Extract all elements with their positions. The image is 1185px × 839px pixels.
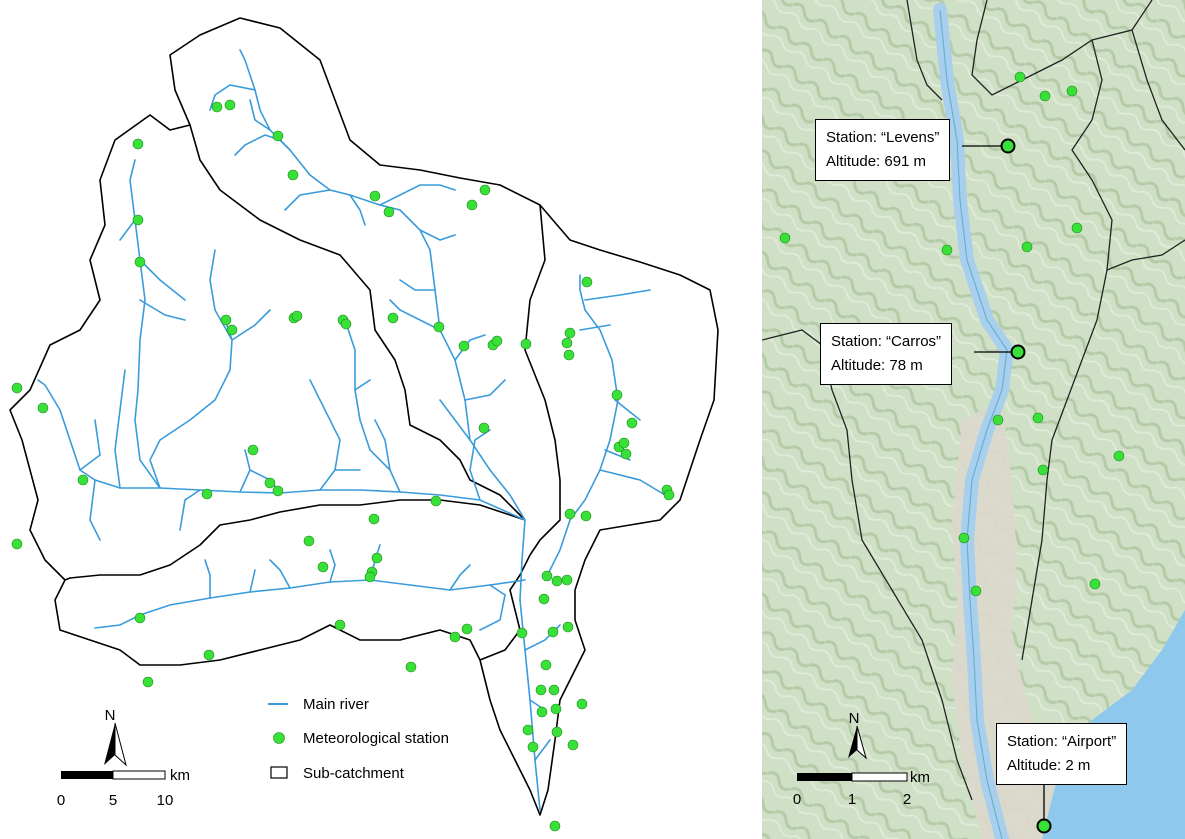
station-airport-marker	[1036, 818, 1052, 834]
svg-text:2: 2	[903, 791, 911, 808]
right-scale-bar: km 0 1 2	[793, 769, 930, 808]
callout-airport: Station: “Airport” Altitude: 2 m	[996, 723, 1128, 785]
north-arrow-icon	[848, 726, 857, 758]
callout-airport-altitude: Altitude: 2 m	[1007, 757, 1091, 774]
station-marker-icon	[273, 732, 285, 744]
legend-station-label: Meteorological station	[303, 730, 449, 747]
right-stations	[779, 71, 1125, 597]
outer-catchment-boundary	[9, 17, 719, 816]
svg-text:N: N	[849, 710, 860, 727]
legend-catchment-label: Sub-catchment	[303, 765, 405, 782]
scale-tick-1: 5	[109, 792, 117, 809]
left-north-arrow: N	[104, 707, 127, 767]
svg-text:km: km	[910, 769, 930, 786]
callout-levens-altitude: Altitude: 691 m	[826, 153, 927, 170]
callout-carros: Station: “Carros” Altitude: 78 m	[820, 323, 953, 385]
legend-river-label: Main river	[303, 696, 369, 713]
north-arrow-icon	[104, 723, 115, 765]
main-rivers	[37, 49, 666, 811]
station-levens-marker	[1000, 138, 1016, 154]
left-scale-bar: km 0 5 10	[57, 767, 190, 809]
station-carros-marker	[1010, 344, 1026, 360]
callout-levens: Station: “Levens” Altitude: 691 m	[815, 119, 951, 181]
highlighted-stations	[1000, 138, 1052, 834]
legend: Main river Meteorological station Sub-ca…	[268, 696, 449, 782]
scale-unit: km	[170, 767, 190, 784]
callout-levens-station: Station: “Levens”	[826, 129, 940, 146]
sub-catchments	[9, 17, 719, 816]
scale-tick-0: 0	[57, 792, 65, 809]
catchment-box-icon	[270, 766, 288, 779]
callout-airport-station: Station: “Airport”	[1007, 733, 1117, 750]
svg-text:0: 0	[793, 791, 801, 808]
north-label: N	[105, 707, 116, 724]
callout-carros-altitude: Altitude: 78 m	[831, 357, 923, 374]
callout-pointers	[962, 145, 1045, 820]
callout-carros-station: Station: “Carros”	[831, 333, 942, 350]
left-catchment-map: Main river Meteorological station Sub-ca…	[9, 17, 719, 832]
svg-text:1: 1	[848, 791, 856, 808]
meteorological-stations	[11, 99, 675, 832]
right-north-arrow: N	[848, 710, 867, 760]
scale-tick-2: 10	[157, 792, 174, 809]
